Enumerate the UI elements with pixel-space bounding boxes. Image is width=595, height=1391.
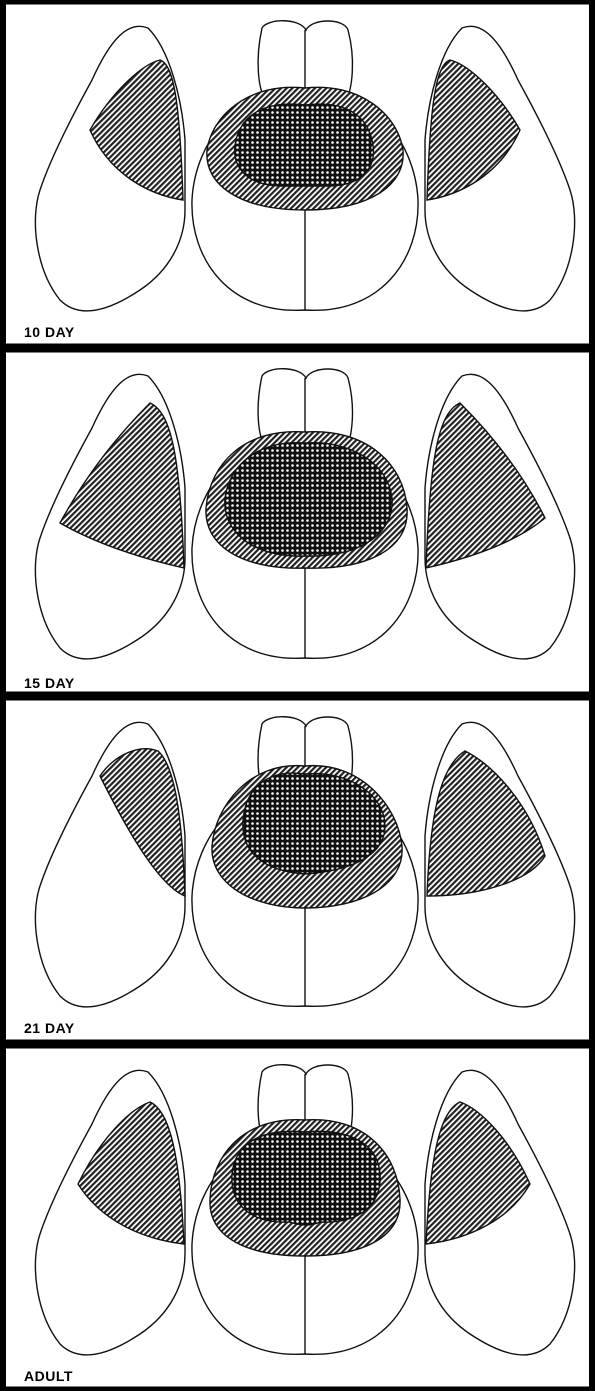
panel-10-day: 10 DAY <box>0 0 595 348</box>
panel-drawing: 21 DAY <box>0 696 595 1044</box>
panel-label: ADULT <box>24 1368 73 1384</box>
panel-label: 15 DAY <box>24 675 75 691</box>
panel-drawing: ADULT <box>0 1044 595 1391</box>
central-dotted-region <box>232 1131 380 1225</box>
central-dotted-region <box>243 773 385 874</box>
panel-15-day: 15 DAY <box>0 348 595 696</box>
panel-label: 21 DAY <box>24 1020 75 1036</box>
central-dotted-region <box>235 104 374 186</box>
central-dotted-region <box>225 443 392 556</box>
panel-21-day: 21 DAY <box>0 696 595 1044</box>
panel-drawing: 15 DAY <box>0 348 595 696</box>
panel-label: 10 DAY <box>24 324 75 340</box>
panel-adult: ADULT <box>0 1044 595 1391</box>
panel-drawing: 10 DAY <box>0 0 595 348</box>
